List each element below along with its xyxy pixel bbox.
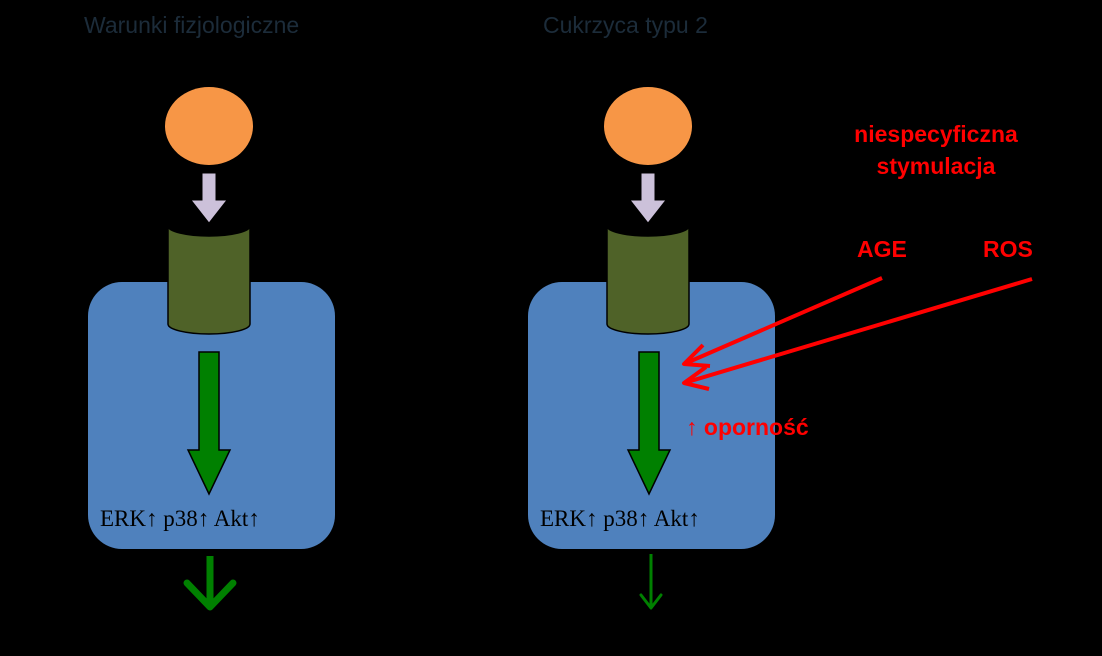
stimulation-line2: stymulacja	[876, 153, 996, 179]
panel-title-diabetes: Cukrzyca typu 2	[543, 12, 708, 38]
signal-arrow-physiological	[186, 351, 232, 496]
ligand-diabetes	[604, 87, 692, 165]
ros-inhibitor-arrow	[682, 277, 1033, 391]
receptor-physiological	[167, 215, 251, 335]
age-inhibitor-arrow	[682, 276, 883, 368]
signal-arrow-diabetes	[626, 351, 672, 496]
signal-kinases-physiological: ERK↑ p38↑ Akt↑	[100, 506, 260, 531]
resistance-label: ↑ oporność	[686, 414, 809, 440]
stimulation-line1: niespecyficzna	[854, 121, 1018, 147]
binding-arrow-diabetes	[628, 172, 668, 224]
signal-kinases-diabetes: ERK↑ p38↑ Akt↑	[540, 506, 700, 531]
output-arrow-weak	[639, 554, 663, 610]
output-arrow-strong	[183, 556, 237, 611]
nonspecific-stimulation-label: niespecyficzna stymulacja	[806, 118, 1066, 182]
ligand-physiological	[165, 87, 253, 165]
receptor-diabetes	[606, 215, 690, 335]
ros-label: ROS	[983, 236, 1033, 262]
binding-arrow-physiological	[189, 172, 229, 224]
panel-title-physiological: Warunki fizjologiczne	[84, 12, 300, 38]
age-label: AGE	[857, 236, 907, 262]
